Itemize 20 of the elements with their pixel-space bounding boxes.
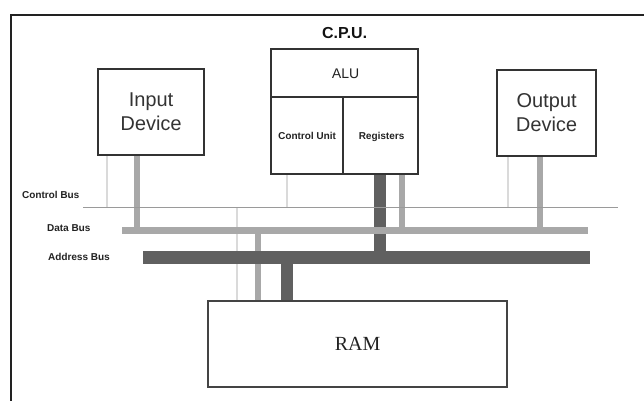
bus-bar <box>143 251 590 264</box>
bus-connector <box>106 156 108 208</box>
bus-label: Control Bus <box>22 189 80 203</box>
bus-label: Data Bus <box>47 222 90 236</box>
bus-connector <box>286 172 288 208</box>
bus-bar <box>122 227 588 234</box>
ram-box: RAM <box>207 300 508 388</box>
bus-connector <box>255 234 261 300</box>
device-box: Output Device <box>496 69 597 157</box>
device-box: Input Device <box>97 68 205 156</box>
control-unit-section: Control Unit <box>272 98 344 175</box>
alu-section: ALU <box>272 50 419 98</box>
bus-connector <box>537 157 543 227</box>
bus-connector <box>134 156 140 227</box>
cpu-heading: C.P.U. <box>320 24 368 44</box>
registers-section: Registers <box>344 98 419 175</box>
bus-connector <box>281 264 293 300</box>
bus-connector <box>399 173 405 227</box>
bus-label: Address Bus <box>48 251 110 265</box>
bus-connector <box>374 173 386 251</box>
